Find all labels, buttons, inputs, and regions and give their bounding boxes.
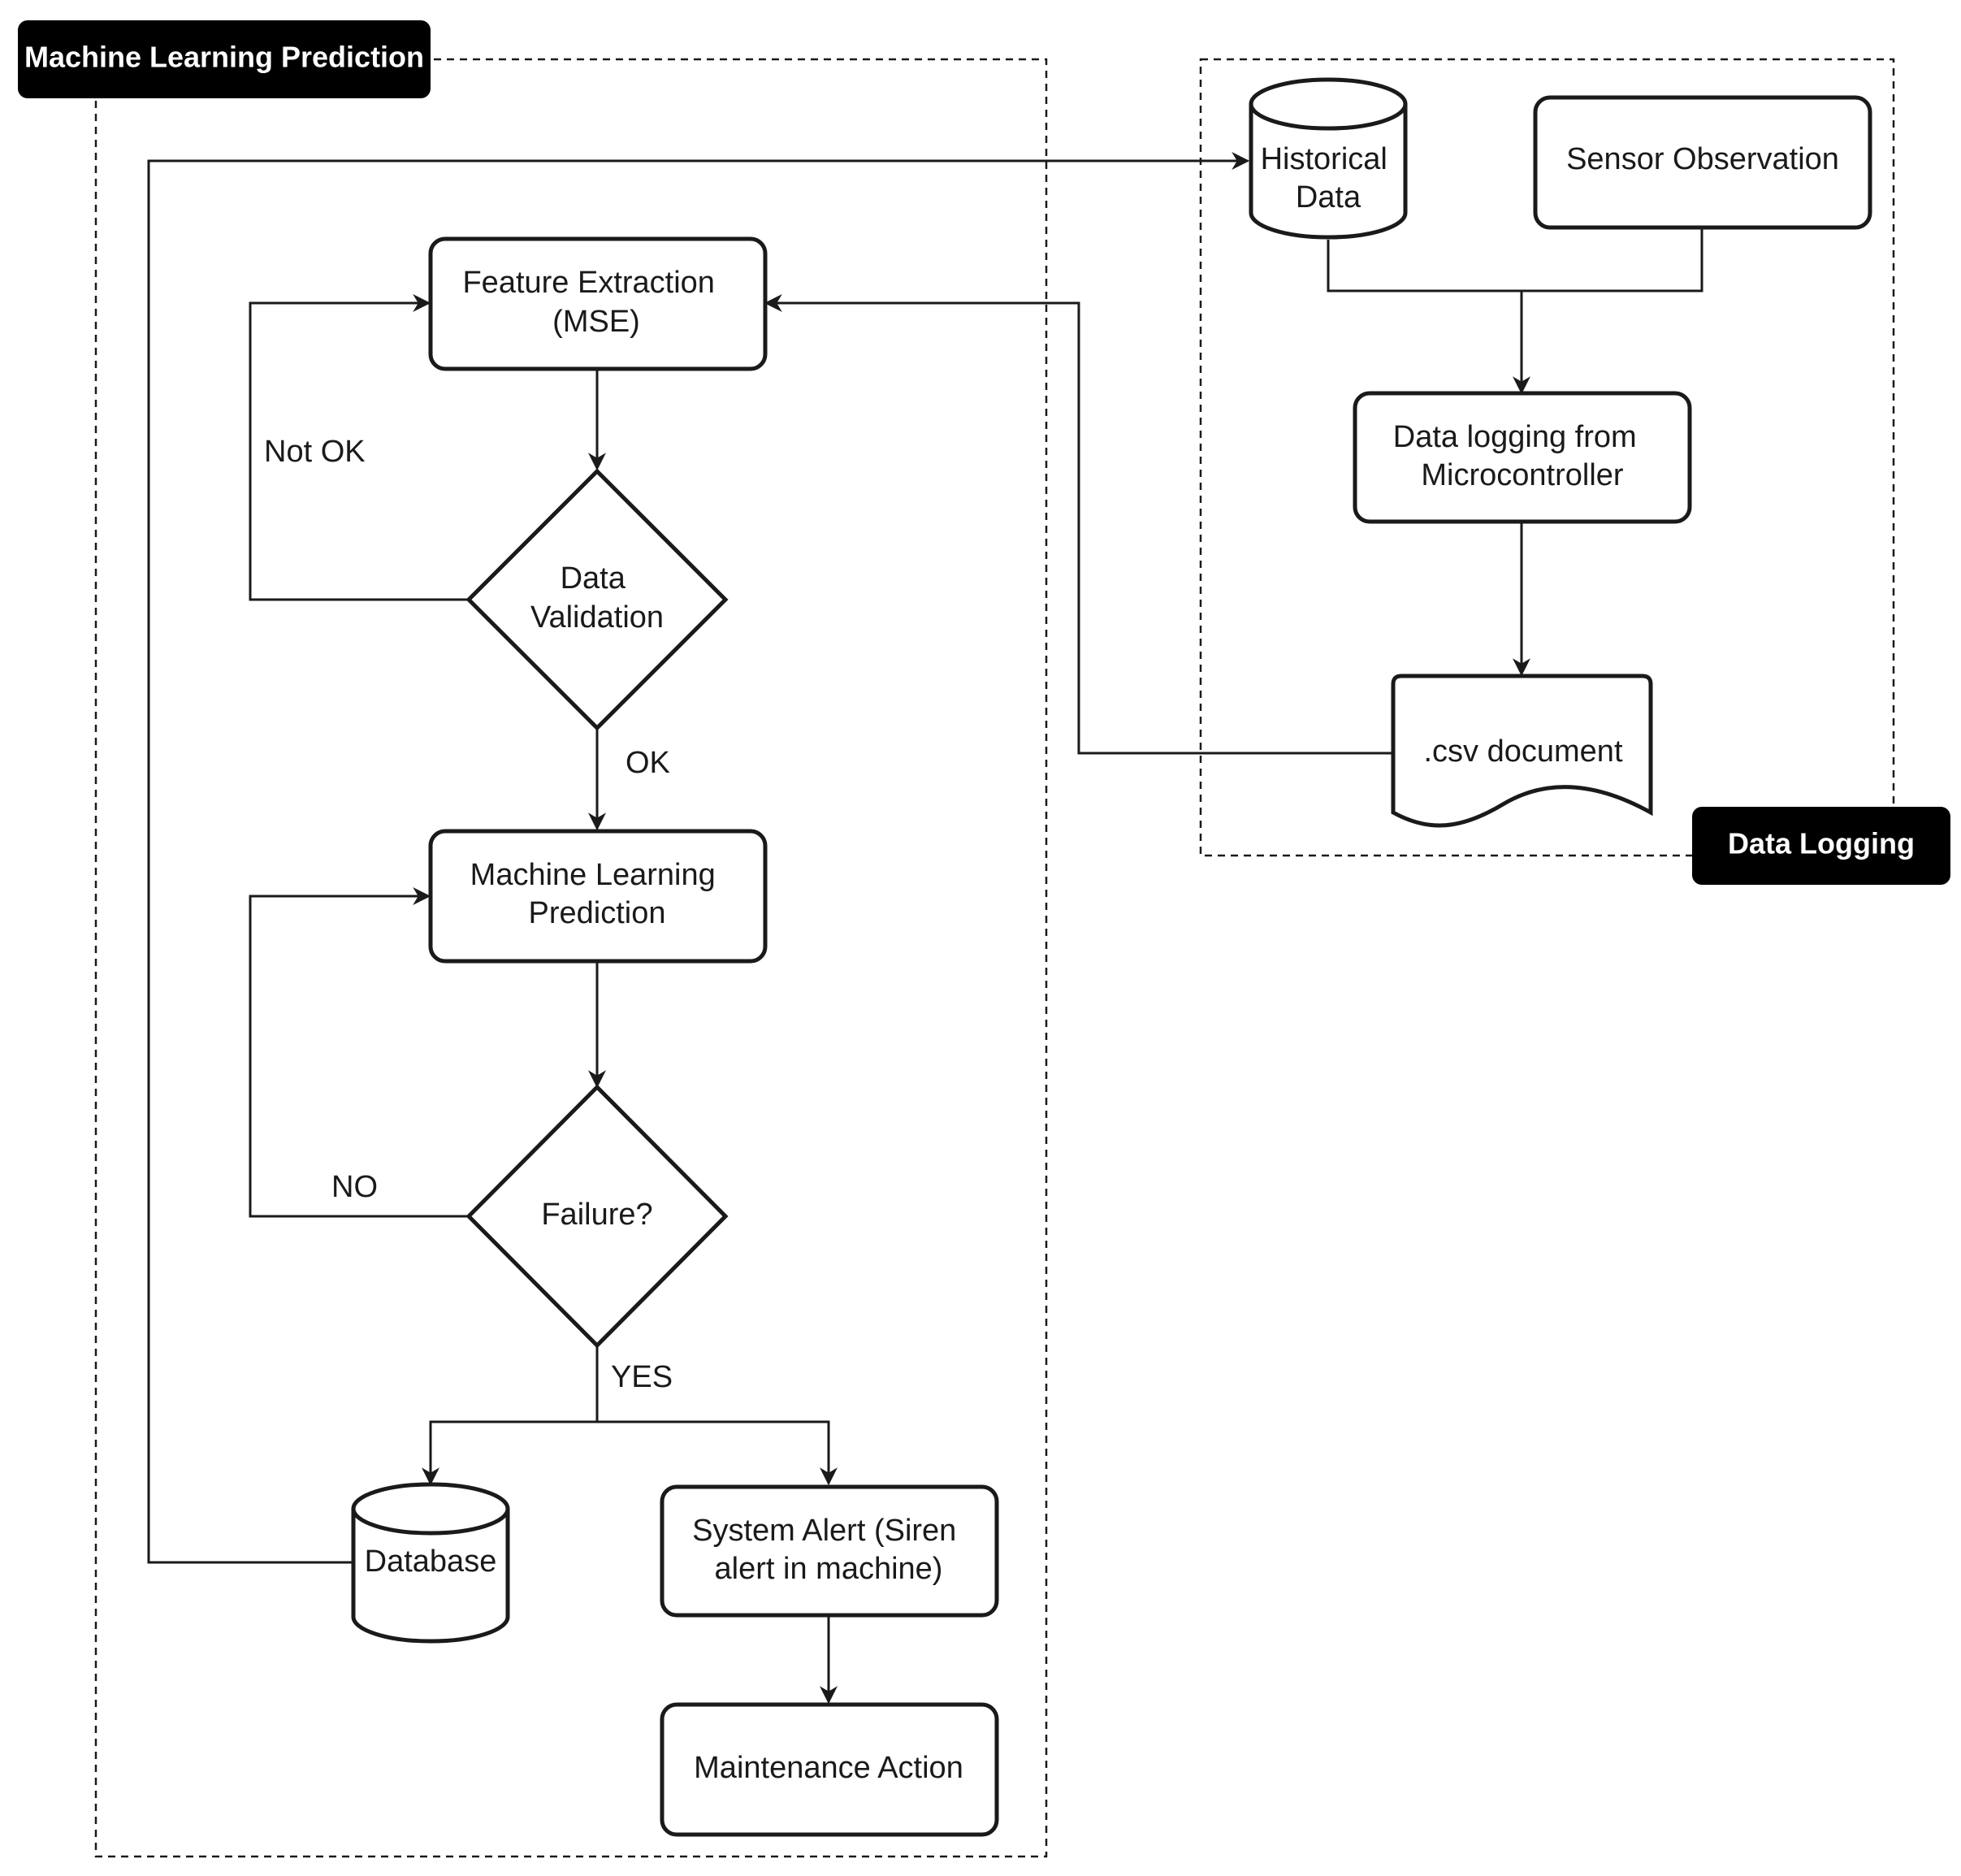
- historical-data-node: Historical Data: [1249, 77, 1408, 240]
- edge-yes-to-system-alert: [597, 1420, 838, 1486]
- edge-yes-to-database: [422, 1420, 597, 1486]
- edge-label-no: NO: [331, 1170, 378, 1204]
- database-label: Database: [365, 1545, 497, 1579]
- feature-extraction-node: Feature Extraction (MSE): [428, 236, 768, 371]
- data-logging-group-border: [1199, 58, 1895, 857]
- edge-label-not-ok: Not OK: [264, 435, 366, 469]
- system-alert-label: System Alert (Siren alert in machine): [692, 1514, 965, 1586]
- edge-database-to-historical-data: [147, 152, 1250, 1564]
- historical-data-label: Historical Data: [1261, 142, 1396, 214]
- edge-label-yes: YES: [611, 1360, 673, 1394]
- data-logging-group-label: Data Logging: [1692, 807, 1950, 885]
- edge-validation-not-ok: [249, 294, 469, 601]
- database-node: Database: [351, 1482, 510, 1644]
- failure-decision-label: Failure?: [541, 1198, 652, 1232]
- ml-prediction-group-title: Machine Learning Prediction: [24, 41, 424, 74]
- csv-document-label: .csv document: [1424, 734, 1623, 769]
- data-logging-group-title: Data Logging: [1728, 827, 1915, 860]
- data-logging-label: Data logging from Microcontroller: [1393, 420, 1646, 492]
- maintenance-action-label: Maintenance Action: [694, 1751, 963, 1785]
- system-alert-node: System Alert (Siren alert in machine): [660, 1484, 999, 1618]
- sensor-observation-node: Sensor Observation: [1533, 95, 1872, 230]
- ml-prediction-node: Machine Learning Prediction: [428, 829, 768, 964]
- feature-extraction-label: Feature Extraction (MSE): [462, 266, 723, 339]
- sensor-observation-label: Sensor Observation: [1566, 142, 1839, 176]
- failure-decision-node: Failure?: [465, 1084, 729, 1349]
- edge-label-ok: OK: [626, 746, 670, 780]
- ml-prediction-label: Machine Learning Prediction: [470, 858, 725, 930]
- data-logging-node: Data logging from Microcontroller: [1353, 391, 1692, 524]
- edge-failure-no: [249, 887, 469, 1218]
- data-validation-node: Data Validation: [465, 468, 729, 731]
- connectors: [147, 152, 1703, 1705]
- ml-prediction-group-border: [94, 58, 1048, 1858]
- ml-prediction-group-label: Machine Learning Prediction: [18, 20, 431, 98]
- data-validation-label: Data Validation: [530, 561, 664, 635]
- edge-sources-merge: [1327, 227, 1703, 292]
- maintenance-action-node: Maintenance Action: [660, 1702, 999, 1837]
- csv-document-node: .csv document: [1391, 674, 1653, 828]
- edge-csv-to-feature-extraction: [764, 294, 1393, 755]
